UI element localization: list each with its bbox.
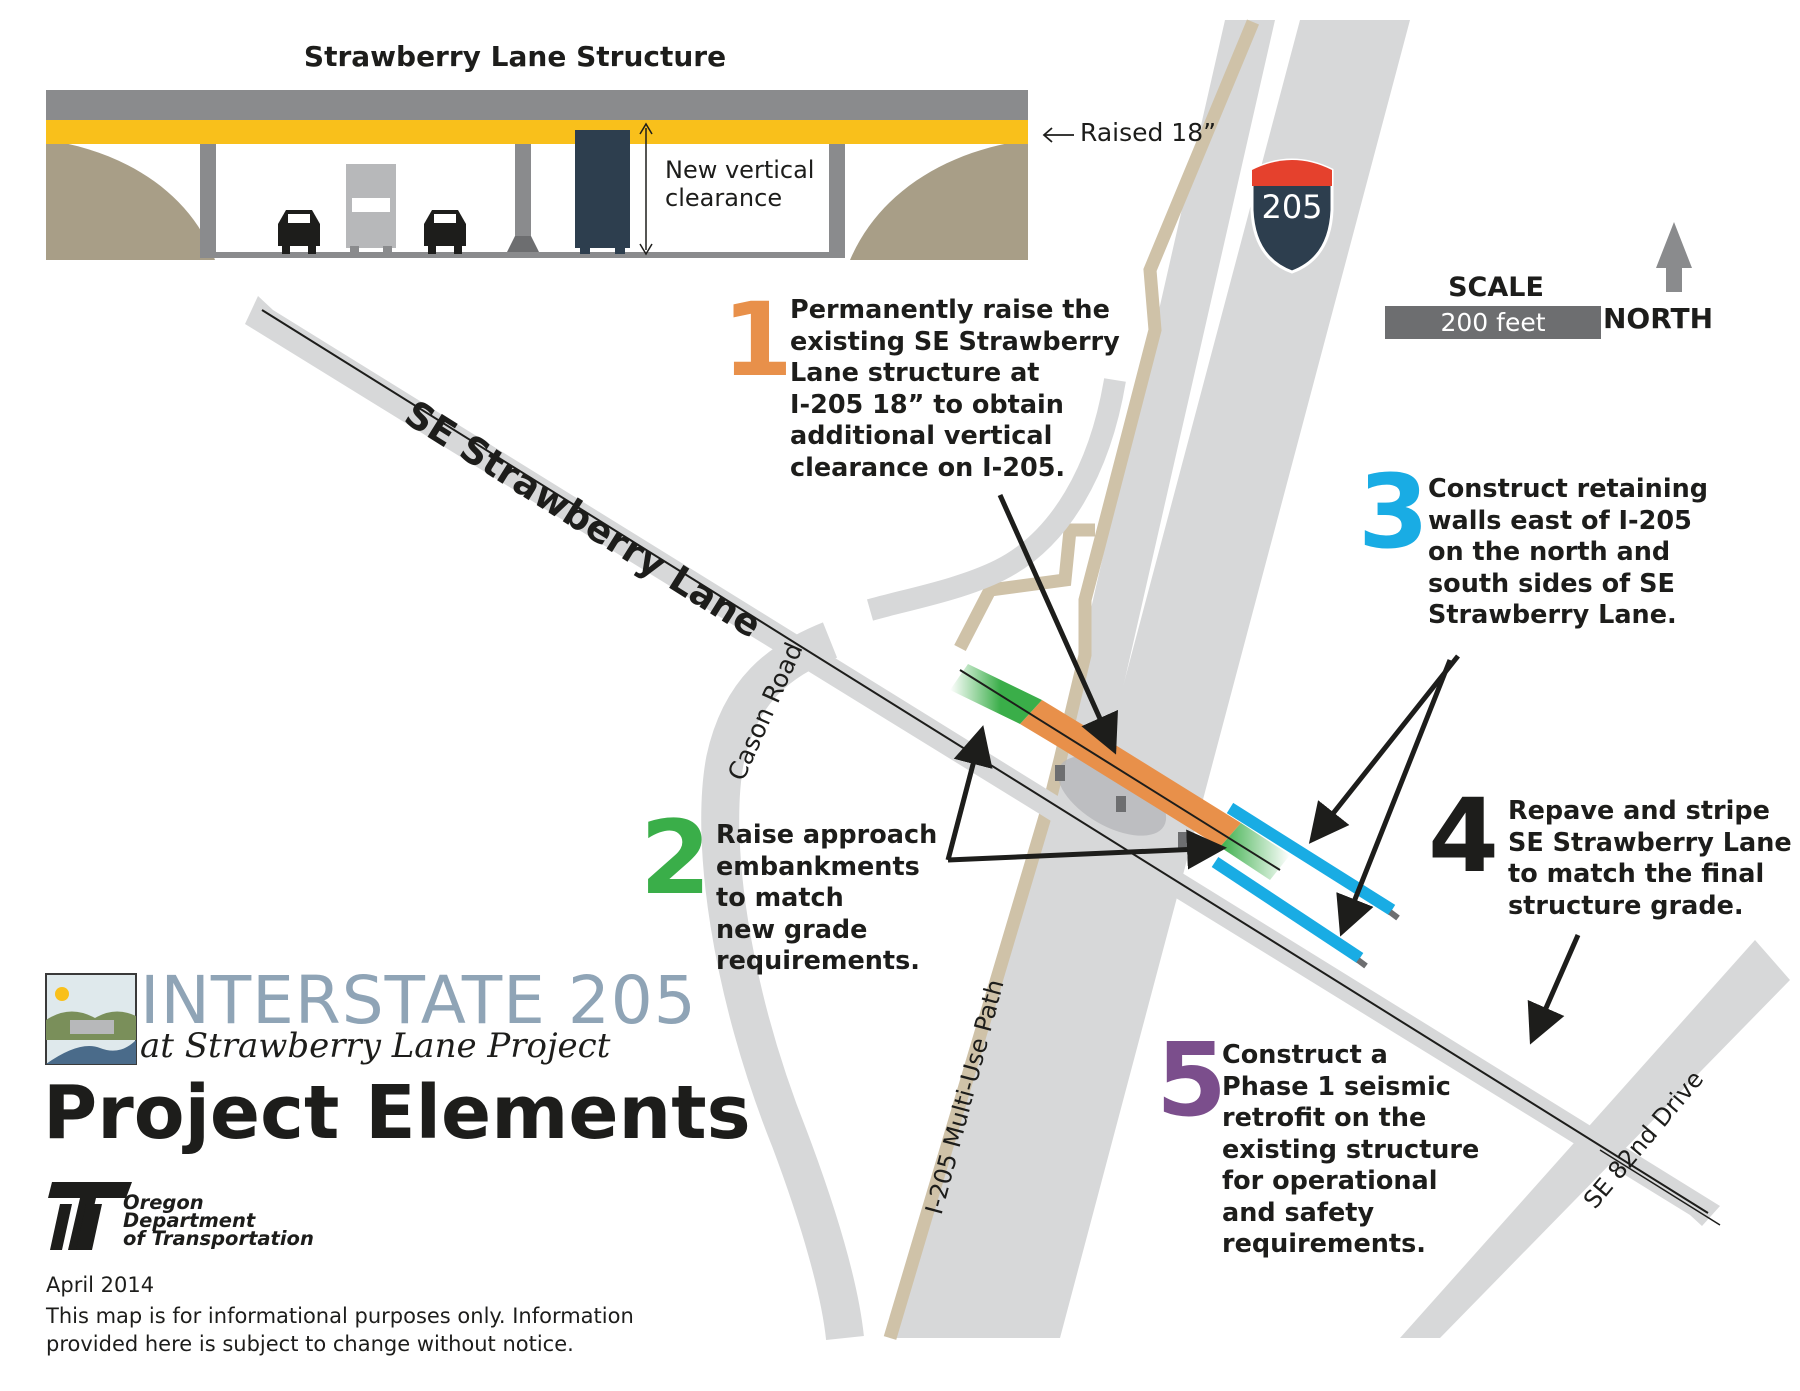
element-4-text: Repave and stripe SE Strawberry Lane to … — [1508, 796, 1792, 921]
element-1-text: Permanently raise the existing SE Strawb… — [790, 295, 1120, 483]
element-5-number: 5 — [1156, 1021, 1227, 1140]
ramp — [866, 378, 1126, 621]
tall-vehicle — [575, 130, 630, 248]
element-3-text: Construct retaining walls east of I-205 … — [1428, 474, 1708, 630]
car-right — [424, 210, 466, 254]
project-title: INTERSTATE 205 — [140, 962, 697, 1039]
south-retaining-wall — [1211, 856, 1364, 964]
car-left — [278, 210, 320, 254]
structure-cross-section — [46, 90, 1074, 260]
element-2-text: Raise approach embankments to match new … — [716, 820, 938, 976]
page-heading: Project Elements — [43, 1070, 751, 1156]
odot-logo-icon — [48, 1182, 132, 1250]
north-arrow-icon — [1656, 222, 1692, 292]
project-logo-icon — [45, 973, 137, 1065]
clearance-label: New vertical clearance — [665, 156, 815, 212]
raised-label: Raised 18” — [1080, 118, 1217, 147]
shield-number: 205 — [1261, 188, 1323, 226]
element-1-number: 1 — [722, 281, 793, 400]
scale-title: SCALE — [1448, 272, 1544, 303]
agency-name: Oregon Department of Transportation — [123, 1191, 314, 1250]
i205-roadway — [895, 20, 1410, 1338]
project-subtitle: at Strawberry Lane Project — [140, 1026, 611, 1066]
element-3-number: 3 — [1358, 453, 1429, 572]
scale-bar: 200 feet — [1385, 306, 1601, 339]
structure-title: Strawberry Lane Structure — [303, 40, 727, 73]
disclaimer: This map is for informational purposes o… — [46, 1304, 634, 1356]
element-4-number: 4 — [1428, 777, 1499, 896]
truck — [346, 164, 396, 254]
north-label: NORTH — [1603, 302, 1714, 335]
element-2-number: 2 — [640, 799, 711, 918]
cason-road-shape — [701, 622, 864, 1341]
date-label: April 2014 — [46, 1273, 155, 1297]
interstate-shield-icon — [1250, 158, 1334, 274]
element-5-text: Construct a Phase 1 seismic retrofit on … — [1222, 1040, 1480, 1259]
